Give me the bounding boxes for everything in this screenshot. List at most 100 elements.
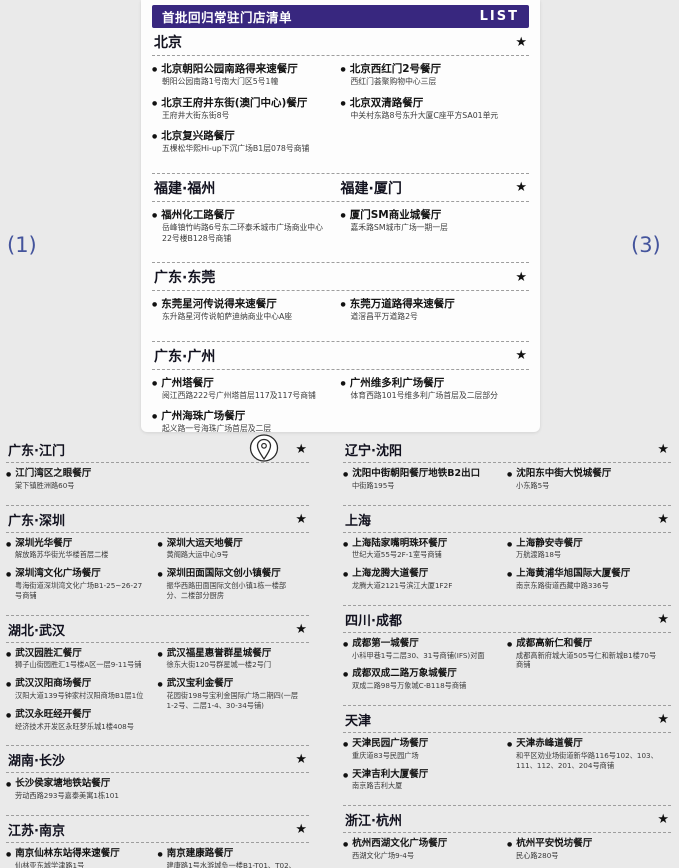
region-section: 广东·广州★●广州塔餐厅阅江西路222号广州塔首层117及117号商铺●广州海珠… (152, 340, 530, 453)
bottom-region: 广东·江门★●江门湾区之眼餐厅棠下镇胜洲路60号广东·深圳★●深圳光华餐厅解放路… (0, 434, 679, 868)
bullet-icon: ● (343, 771, 349, 779)
bullet-icon: ● (343, 740, 349, 748)
star-icon: ★ (295, 511, 307, 527)
region-title: 天津 (345, 713, 372, 729)
section-items: ●沈阳中街朝阳餐厅地铁B2出口中街路195号●沈阳东中街大悦城餐厅小东路5号 (343, 463, 671, 505)
bullet-icon: ● (6, 650, 12, 658)
store-item: ●杭州西湖文化广场餐厅西湖文化广场9-4号 (343, 838, 497, 861)
section-items: ●东莞星河传说得来速餐厅东升路星河传说帕萨迪纳商业中心A座●东莞万道路得来速餐厅… (152, 291, 529, 341)
store-name: 武汉汉阳商场餐厅 (15, 678, 92, 690)
store-name: 天津吉利大厦餐厅 (352, 768, 429, 780)
bullet-icon: ● (152, 301, 158, 309)
star-icon: ★ (657, 711, 669, 727)
bullet-icon: ● (343, 540, 349, 548)
store-item-line: ●杭州西湖文化广场餐厅 (343, 838, 497, 850)
store-name: 深圳光华餐厅 (15, 537, 73, 549)
region-header: 湖南·长沙★ (6, 746, 309, 774)
page-annotation-right: (3) (631, 233, 661, 257)
store-item: ●天津民园广场餐厅重庆道83号民园广场 (343, 738, 497, 761)
store-address: 重庆道83号民园广场 (352, 750, 419, 760)
store-name: 长沙侯家塘地铁站餐厅 (15, 778, 111, 790)
star-icon: ★ (295, 621, 307, 637)
store-address: 世纪大道55号2F-1室号商铺 (352, 550, 442, 560)
store-name: 天津赤峰道餐厅 (516, 737, 583, 749)
store-item-line: ●广州海珠广场餐厅 (152, 410, 331, 423)
star-icon: ★ (295, 821, 307, 837)
location-pin-icon (247, 433, 281, 477)
store-address: 振华西路田面国际文创小镇1栋一楼部分、二楼部分厨房 (166, 581, 287, 600)
store-item: ●北京复兴路餐厅五棵松华熙Hi-up下沉广场B1层078号商铺 (152, 130, 331, 155)
region-section: 湖北·武汉★●武汉园胜汇餐厅狮子山街园胜汇1号楼A区一层9-11号铺●武汉汉阳商… (6, 614, 310, 746)
store-name: 东莞万道路得来速餐厅 (349, 298, 455, 311)
store-item: ●成都双成二路万象城餐厅双成二路98号万象城C-B118号商铺 (343, 668, 497, 691)
store-name: 南京仙林东站得来速餐厅 (15, 847, 120, 859)
item-column: ●南京建康路餐厅建康路1号水游城负一楼B1-T01、T02、T03●南京江北弘阳… (158, 848, 310, 868)
bullet-icon: ● (507, 571, 513, 579)
bullet-icon: ● (6, 850, 12, 858)
store-item-line: ●北京王府井东街(澳门中心)餐厅 (152, 97, 331, 110)
store-item: ●天津赤峰道餐厅和平区劝业场街道新华路116号102、103、111、112、2… (507, 738, 661, 770)
region-header: 北京★ (152, 28, 529, 56)
store-name: 武汉永旺经开餐厅 (15, 708, 92, 720)
bullet-icon: ● (6, 711, 12, 719)
store-item-line: ●南京仙林东站得来速餐厅 (6, 848, 148, 860)
region-header: 广东·深圳 ★ (6, 506, 309, 533)
region-section: 天津★●天津民园广场餐厅重庆道83号民园广场●天津吉利大厦餐厅南京路吉利大厦●天… (343, 704, 671, 805)
store-item-line: ●上海黄浦华旭国际大厦餐厅 (507, 568, 661, 580)
store-item: ●东莞万道路得来速餐厅道滘昌平万道路2号 (341, 298, 520, 323)
store-name: 武汉园胜汇餐厅 (15, 647, 82, 659)
region-section: 上海★●上海陆家嘴明珠环餐厅世纪大道55号2F-1室号商铺●上海龙腾大道餐厅龙腾… (343, 504, 671, 605)
store-item: ●沈阳东中街大悦城餐厅小东路5号 (507, 468, 661, 491)
bullet-icon: ● (152, 413, 158, 421)
store-name: 福州化工路餐厅 (161, 208, 235, 221)
region-section: 四川·成都★●成都第一城餐厅小科甲巷1号二层30、31号商铺(IFS)对面●成都… (343, 604, 671, 705)
store-address: 西湖文化广场9-4号 (352, 851, 415, 861)
store-item: ●北京王府井东街(澳门中心)餐厅王府井大街东街8号 (152, 97, 331, 122)
item-column: ●上海陆家嘴明珠环餐厅世纪大道55号2F-1室号商铺●上海龙腾大道餐厅龙腾大道2… (343, 538, 507, 599)
store-item: ●上海黄浦华旭国际大厦餐厅南京东路街道西藏中路336号 (507, 568, 661, 591)
bullet-icon: ● (340, 301, 346, 309)
store-name: 东莞星河传说得来速餐厅 (161, 298, 277, 311)
section-items: ●福州化工路餐厅岳峰镇竹屿路6号东二环泰禾城市广场商业中心22号楼B128号商铺… (152, 202, 529, 262)
store-item: ●深圳湾文化广场餐厅粤海街道深圳湾文化广场B1-25~26-27号商铺 (6, 568, 148, 600)
bullet-icon: ● (507, 740, 513, 748)
item-column: ●武汉福星惠誉群星城餐厅徐东大街120号群星城一楼2号门 ●武汉宝利金餐厅花园街1… (158, 648, 310, 740)
store-name: 天津民园广场餐厅 (352, 737, 429, 749)
store-item: ●武汉福星惠誉群星城餐厅徐东大街120号群星城一楼2号门 (158, 648, 300, 671)
store-name: 北京复兴路餐厅 (161, 130, 235, 143)
region-title: 四川·成都 (345, 613, 402, 629)
store-item-line: ●天津民园广场餐厅 (343, 738, 497, 750)
store-name: 深圳田面国际文创小镇餐厅 (166, 568, 281, 580)
store-item-line: ●江门湾区之眼餐厅 (6, 468, 148, 480)
store-list-card: 首批回归常驻门店清单 LIST 北京★●北京朝阳公园南路得来速餐厅朝阳公园南路1… (141, 0, 540, 433)
star-icon: ★ (657, 611, 669, 627)
store-item-line: ●上海龙腾大道餐厅 (343, 568, 497, 580)
store-address: 南京东路街道西藏中路336号 (516, 581, 609, 591)
star-icon: ★ (515, 269, 527, 285)
store-item: ●杭州平安悦坊餐厅民心路280号 (507, 838, 661, 861)
item-column: ●广州维多利广场餐厅体育西路101号维多利广场首层及二层部分 (341, 377, 530, 444)
store-name: 成都第一城餐厅 (352, 637, 419, 649)
bullet-icon: ● (152, 66, 158, 73)
store-name: 杭州西湖文化广场餐厅 (352, 838, 448, 850)
store-address: 阅江西路222号广州塔首层117及117号商铺 (162, 390, 316, 400)
region-title: 辽宁·沈阳 (345, 444, 402, 459)
store-address: 劳动西路293号嘉泰美寓1栋101 (15, 791, 119, 801)
store-item: ●东莞星河传说得来速餐厅东升路星河传说帕萨迪纳商业中心A座 (152, 298, 331, 323)
store-item-line: ●上海陆家嘴明珠环餐厅 (343, 538, 497, 550)
store-address: 和平区劝业场街道新华路116号102、103、111、112、201、204号商… (516, 750, 658, 770)
store-item-line: ●长沙侯家塘地铁站餐厅 (6, 778, 148, 790)
store-address: 粤海街道深圳湾文化广场B1-25~26-27号商铺 (15, 581, 143, 600)
region-title: 广东·深圳 (8, 513, 65, 529)
item-column: ●东莞星河传说得来速餐厅东升路星河传说帕萨迪纳商业中心A座 (152, 298, 341, 332)
item-column: ●深圳大运天地餐厅黄阁路大运中心9号●深圳田面国际文创小镇餐厅振华西路田面国际文… (158, 538, 310, 609)
store-name: 上海陆家嘴明珠环餐厅 (352, 537, 448, 549)
item-column (158, 468, 310, 499)
store-name: 上海静安寺餐厅 (516, 537, 583, 549)
region-title: 福建·福州 (154, 180, 216, 197)
store-item: ●武汉宝利金餐厅花园街198号宝利金国际广场二期四(一层1-2号、二层1-4、3… (158, 678, 300, 710)
region-section: 江苏·南京★●南京仙林东站得来速餐厅仙林亚东城学津路1号●南京新百餐厅中山南路1… (6, 814, 310, 868)
